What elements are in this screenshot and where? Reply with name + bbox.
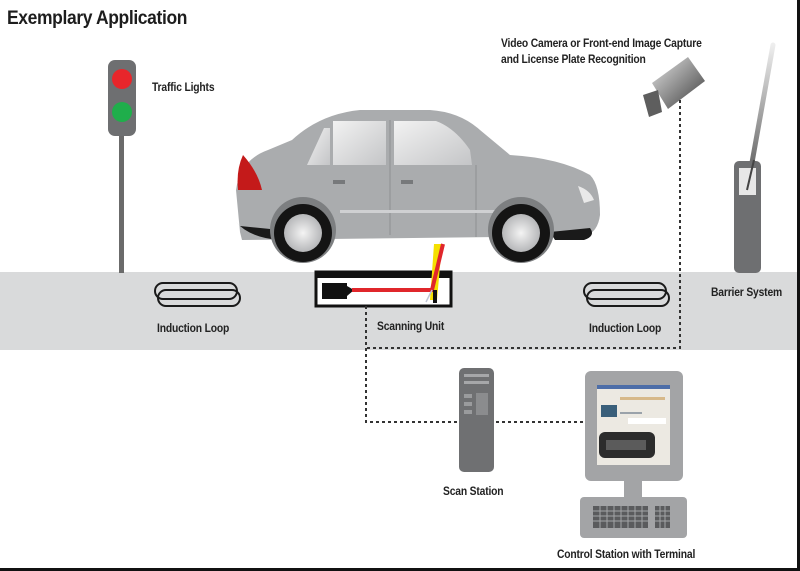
barrier-gate-icon — [734, 42, 776, 273]
label-camera-line2: and License Plate Recognition — [501, 52, 646, 66]
label-induction-loop-left: Induction Loop — [157, 321, 230, 335]
green-light — [112, 102, 132, 122]
label-camera-line1: Video Camera or Front-end Image Capture — [501, 36, 702, 50]
frame-border — [0, 568, 800, 571]
frame-border — [797, 0, 800, 571]
label-control-station: Control Station with Terminal — [557, 547, 696, 561]
diagram-title: Exemplary Application — [7, 8, 188, 29]
label-scanning-unit: Scanning Unit — [377, 319, 445, 333]
traffic-light-icon — [108, 60, 136, 273]
label-barrier-system: Barrier System — [711, 285, 783, 299]
scanning-unit-icon — [314, 243, 453, 308]
scanner-connection-line — [365, 306, 585, 423]
computer-terminal-icon — [580, 371, 687, 538]
camera-connection-line — [366, 100, 681, 349]
car-icon — [236, 110, 600, 263]
label-induction-loop-right: Induction Loop — [589, 321, 662, 335]
video-camera-icon — [643, 57, 705, 117]
induction-loop-icon — [154, 282, 241, 307]
server-tower-icon — [459, 368, 494, 472]
red-light — [112, 69, 132, 89]
label-scan-station: Scan Station — [443, 484, 504, 498]
label-traffic-lights: Traffic Lights — [152, 80, 215, 94]
induction-loop-icon — [583, 282, 670, 307]
